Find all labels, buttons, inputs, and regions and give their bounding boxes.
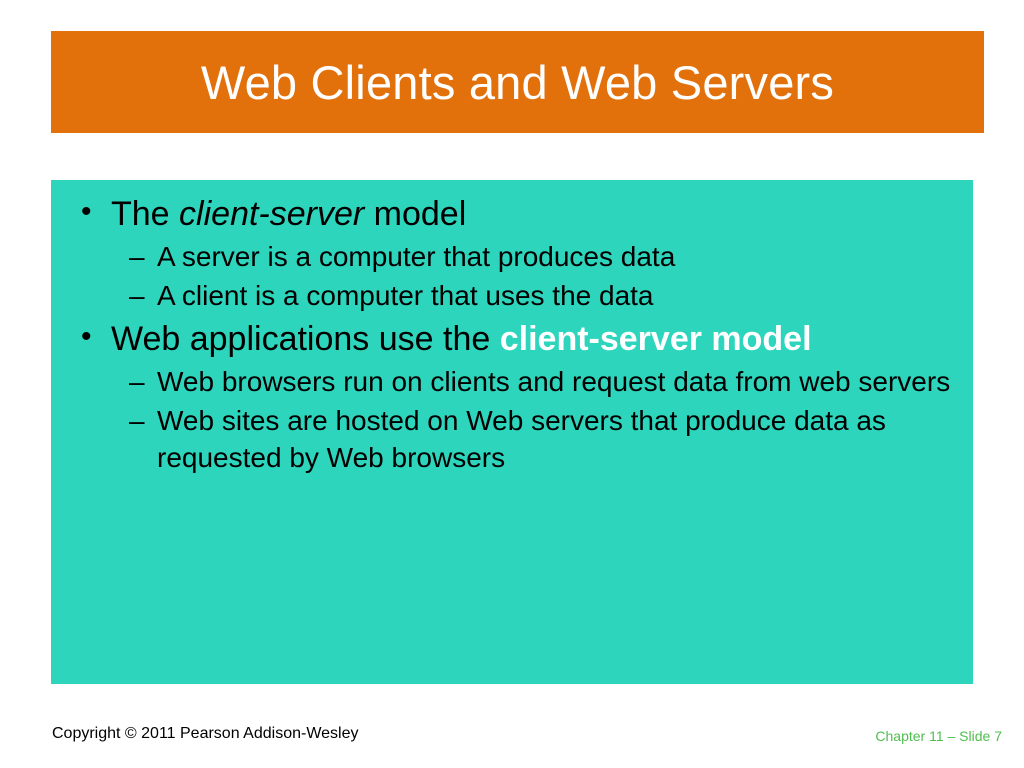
bullet-list: •The client-server model–A server is a c… bbox=[65, 192, 959, 477]
emphasis-italic: client-server bbox=[179, 195, 365, 233]
en-dash-icon: – bbox=[129, 405, 145, 437]
text-run: The bbox=[111, 195, 180, 233]
bullet-text: Web applications use the client-server m… bbox=[111, 320, 812, 358]
footer-chapter-slide: Chapter 11 – Slide 7 bbox=[875, 728, 1002, 744]
sub-bullet-list: –A server is a computer that produces da… bbox=[65, 238, 959, 314]
title-banner: Web Clients and Web Servers bbox=[51, 31, 984, 133]
bullet-item-level1: • Web applications use the client-server … bbox=[65, 317, 959, 361]
bullet-text: Web sites are hosted on Web servers that… bbox=[157, 405, 886, 473]
sub-bullet-list: –Web browsers run on clients and request… bbox=[65, 363, 959, 477]
text-run: Web browsers run on clients and request … bbox=[157, 365, 951, 397]
en-dash-icon: – bbox=[129, 280, 145, 312]
bullet-item-level2: –A server is a computer that produces da… bbox=[65, 238, 959, 275]
bullet-text: Web browsers run on clients and request … bbox=[157, 366, 950, 397]
bullet-text: A client is a computer that uses the dat… bbox=[157, 280, 654, 311]
bullet-dot-icon: • bbox=[81, 319, 92, 353]
emphasis-bold-white: client-server model bbox=[499, 319, 812, 358]
text-run: Web sites are hosted on Web servers that… bbox=[157, 405, 886, 474]
bullet-dot-icon: • bbox=[81, 195, 92, 228]
footer-copyright: Copyright © 2011 Pearson Addison-Wesley bbox=[52, 725, 359, 742]
bullet-item-level2: –Web sites are hosted on Web servers tha… bbox=[65, 402, 959, 476]
text-run: A client is a computer that uses the dat… bbox=[157, 280, 654, 312]
text-run: Web applications use the bbox=[111, 319, 500, 358]
text-run: A server is a computer that produces dat… bbox=[157, 241, 676, 273]
text-run: model bbox=[364, 195, 467, 233]
bullet-text: The client-server model bbox=[111, 195, 466, 233]
bullet-item-level1: • The client-server model bbox=[65, 192, 959, 236]
en-dash-icon: – bbox=[129, 241, 145, 273]
page-title: Web Clients and Web Servers bbox=[200, 55, 835, 109]
en-dash-icon: – bbox=[129, 365, 145, 397]
bullet-item-level2: –Web browsers run on clients and request… bbox=[65, 363, 959, 400]
content-box: •The client-server model–A server is a c… bbox=[51, 180, 973, 684]
bullet-text: A server is a computer that produces dat… bbox=[157, 241, 675, 272]
bullet-item-level2: –A client is a computer that uses the da… bbox=[65, 277, 959, 314]
